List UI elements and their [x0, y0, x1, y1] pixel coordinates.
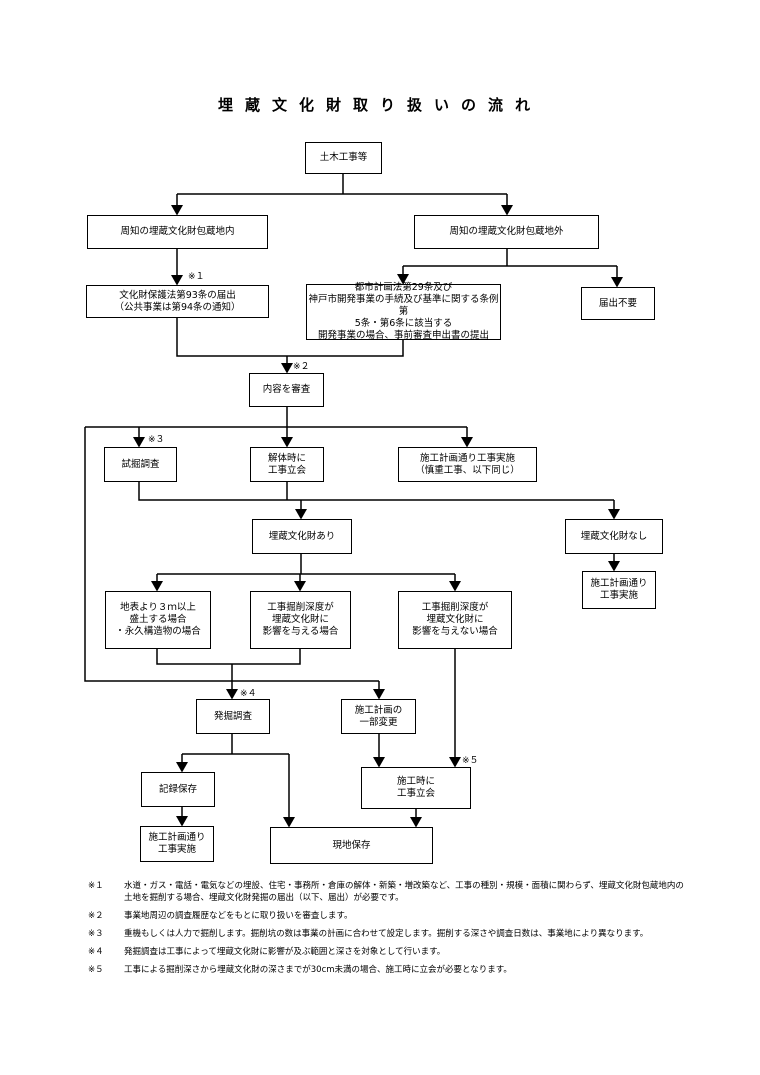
box-toshi: 都市計画法第29条及び 神戸市開発事業の手続及び基準に関する条例第 5条・第6条…	[306, 282, 501, 341]
box-genchi: 現地保存	[270, 827, 433, 864]
page-title: 埋蔵文化財取り扱いの流れ	[217, 96, 542, 114]
mark-5: ※５	[462, 756, 479, 766]
box-shuchi-out: 周知の埋蔵文化財包蔵地外	[414, 215, 599, 249]
box-sekou-nashi: 施工計画通り 工事実施	[582, 571, 656, 609]
box-kaitai: 解体時に 工事立会	[250, 447, 324, 482]
mark-4: ※４	[240, 689, 257, 699]
box-nashi: 埋蔵文化財なし	[565, 519, 663, 554]
box-moritsuchi: 地表より３ｍ以上 盛土する場合 ・永久構造物の場合	[105, 591, 211, 649]
mark-3: ※３	[148, 435, 165, 445]
box-tachiai: 施工時に 工事立会	[361, 767, 471, 809]
box-shuchi-in: 周知の埋蔵文化財包蔵地内	[87, 215, 268, 249]
box-sekou-shincho: 施工計画通り工事実施 （慎重工事、以下同じ）	[398, 447, 537, 482]
mark-2: ※２	[293, 362, 310, 372]
box-shikutsu: 試掘調査	[104, 447, 177, 482]
flow-connectors	[84, 174, 623, 828]
box-sekou-kiroku: 施工計画通り 工事実施	[140, 826, 214, 862]
box-todokede93: 文化財保護法第93条の届出 （公共事業は第94条の通知）	[86, 285, 269, 318]
box-eikyo-nashi: 工事掘削深度が 埋蔵文化財に 影響を与えない場合	[398, 591, 512, 649]
box-hakkutsu: 発掘調査	[196, 699, 270, 734]
box-eikyo-ari: 工事掘削深度が 埋蔵文化財に 影響を与える場合	[250, 591, 351, 649]
box-ari: 埋蔵文化財あり	[252, 519, 352, 554]
box-henkou: 施工計画の 一部変更	[341, 699, 416, 734]
box-fuyou: 届出不要	[581, 287, 655, 320]
mark-1: ※１	[188, 272, 205, 282]
box-doboku: 土木工事等	[305, 142, 382, 174]
box-shinsa: 内容を審査	[249, 373, 324, 407]
box-kiroku: 記録保存	[141, 772, 215, 807]
